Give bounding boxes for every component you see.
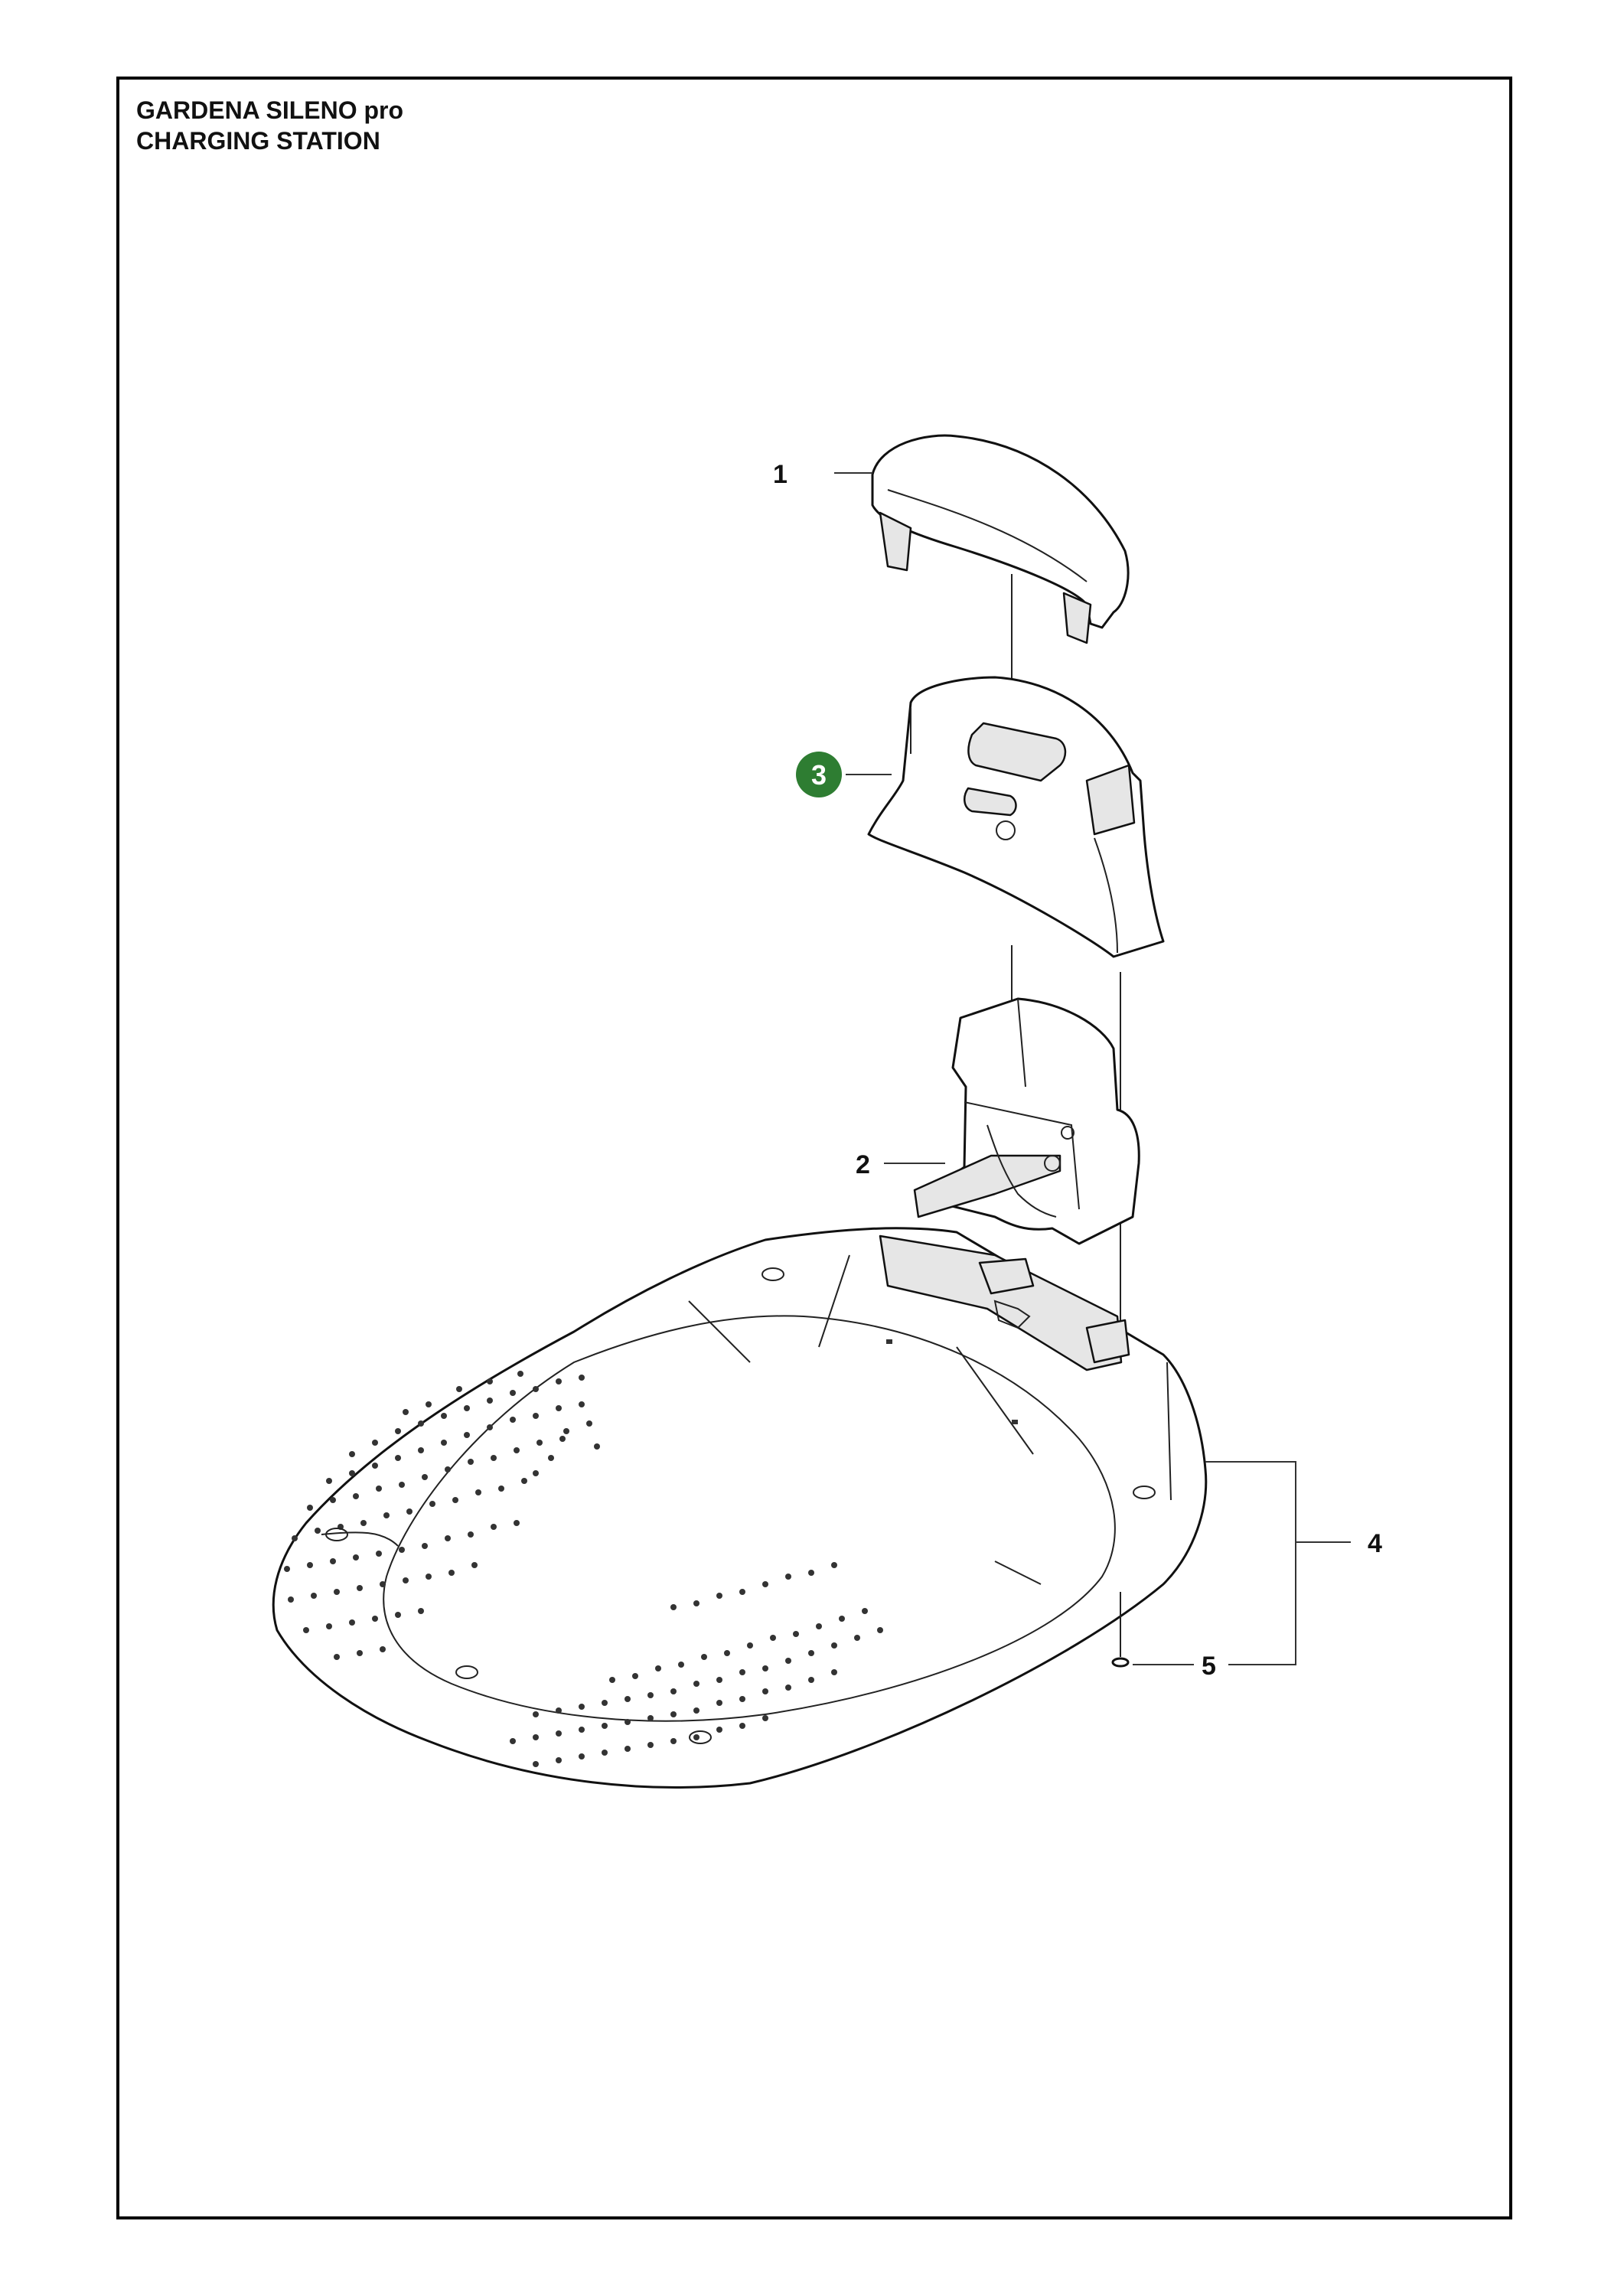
part-3-front-cover: [867, 676, 1165, 958]
drawing-frame: [116, 77, 1512, 2219]
base-plate-perforations: [284, 1371, 883, 1767]
callout-5: 5: [1202, 1652, 1216, 1681]
title-line-product: GARDENA SILENO pro: [136, 96, 404, 124]
callout-3-highlighted: 3: [796, 752, 842, 797]
part-5-screw: [1111, 1592, 1130, 1668]
part-1-top-cover: [871, 434, 1130, 644]
title-line-assembly: CHARGING STATION: [136, 127, 380, 155]
callout-2: 2: [856, 1150, 870, 1179]
callout-4: 4: [1368, 1529, 1382, 1558]
callout-3: 3: [811, 759, 827, 791]
callout-1: 1: [773, 460, 788, 489]
page-title: GARDENA SILENO pro CHARGING STATION: [136, 95, 403, 156]
callout-3-badge: [796, 752, 842, 797]
leader-4-bracket: [1205, 1461, 1296, 1665]
part-2-electronics-housing: [913, 997, 1140, 1245]
part-4-base-plate: [272, 1227, 1208, 1789]
